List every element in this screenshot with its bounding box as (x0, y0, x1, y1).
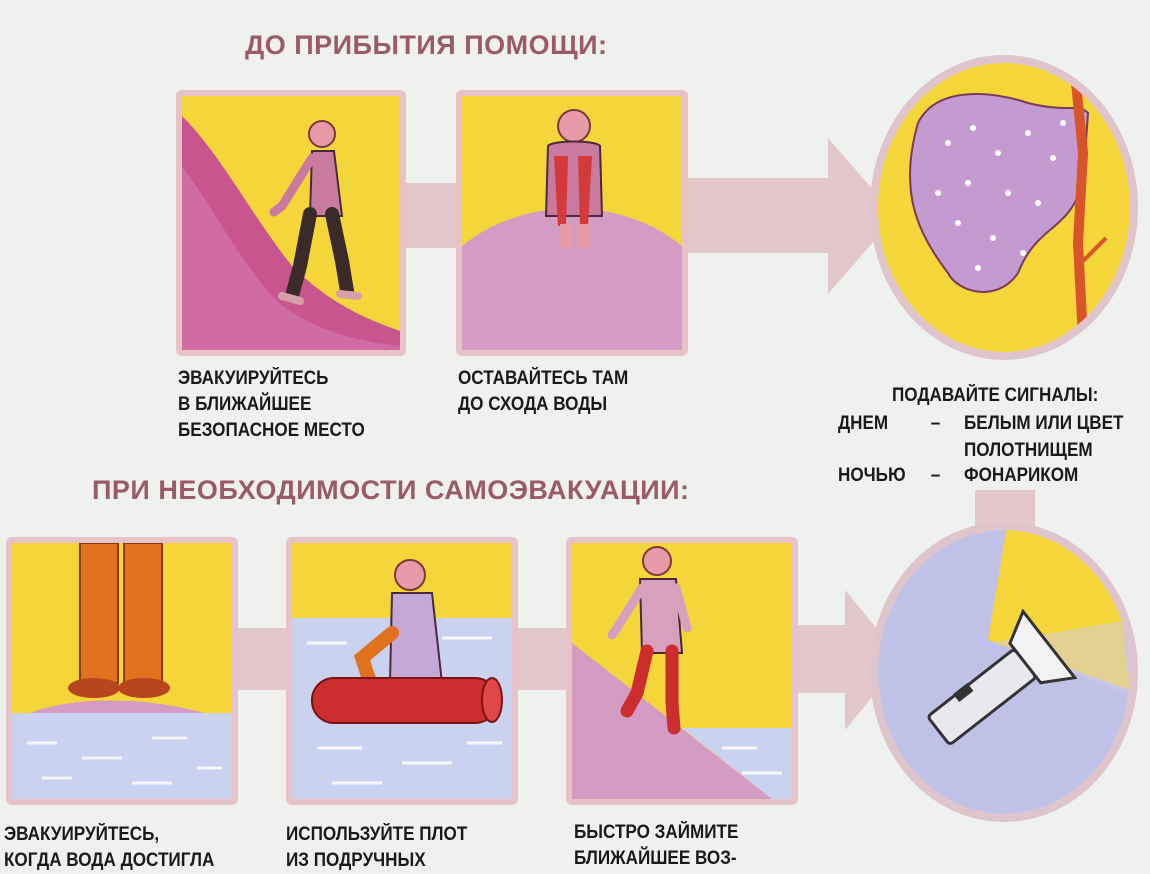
illustration-evacuate-uphill (176, 90, 406, 356)
signals-day-dash: – (930, 413, 941, 434)
heading-self-evacuation: ПРИ НЕОБХОДИМОСТИ САМОЭВАКУАЦИИ: (92, 475, 690, 505)
signals-day-text-cont: ПОЛОТНИЩЕМ (964, 440, 1093, 461)
illustration-day-signal (870, 55, 1138, 360)
flow-arrow-band (405, 183, 460, 248)
flow-arrow-band (797, 625, 847, 693)
signals-day-text: БЕЛЫМ ИЛИ ЦВЕТ (964, 413, 1124, 434)
illustration-water-rising (6, 537, 238, 805)
illustration-climb-high (566, 537, 798, 805)
caption-stay-until-water-recedes: ОСТАВАЙТЕСЬ ТАМ ДО СХОДА ВОДЫ (458, 368, 629, 415)
flow-arrow-band (235, 628, 293, 690)
illustration-stay-on-hill (456, 90, 688, 356)
flashlight-icon (927, 608, 1078, 745)
signals-day-label: ДНЕМ (838, 413, 889, 434)
caption-evacuate-water-reached: ЭВАКУИРУЙТЕСЬ, КОГДА ВОДА ДОСТИГЛА (4, 824, 215, 871)
signals-night-text: ФОНАРИКОМ (964, 465, 1079, 486)
signals-night-label: НОЧЬЮ (838, 465, 906, 486)
caption-occupy-high-place: БЫСТРО ЗАЙМИТЕ БЛИЖАЙШЕЕ ВОЗ- (574, 822, 739, 869)
illustration-raft (286, 537, 518, 805)
signals-title: ПОДАВАЙТЕ СИГНАЛЫ: (892, 385, 1099, 406)
flow-arrow-band (688, 178, 830, 253)
caption-use-raft: ИСПОЛЬЗУЙТЕ ПЛОТ ИЗ ПОДРУЧНЫХ (286, 824, 468, 871)
caption-evacuate-nearest: ЭВАКУИРУЙТЕСЬ В БЛИЖАЙШЕЕ БЕЗОПАСНОЕ МЕС… (178, 368, 365, 441)
heading-before-help: ДО ПРИБЫТИЯ ПОМОЩИ: (245, 30, 608, 60)
illustration-night-signal (870, 522, 1138, 822)
signals-night-dash: – (930, 465, 941, 486)
flow-arrow-band (515, 628, 573, 690)
